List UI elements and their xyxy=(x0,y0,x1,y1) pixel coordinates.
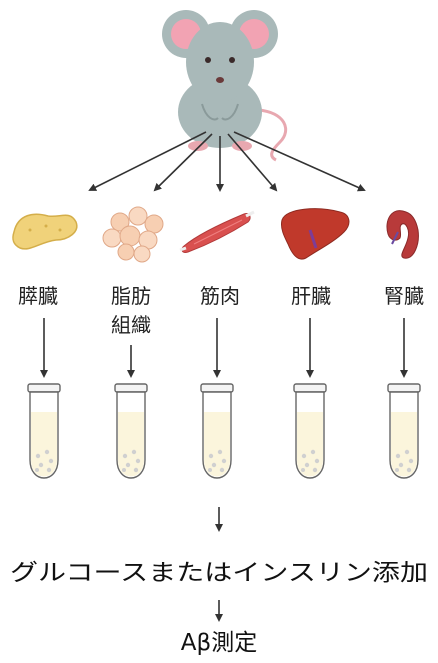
organ-label-kidney: 腎臓 xyxy=(384,284,424,308)
organ-label-liver: 肝臓 xyxy=(291,284,331,308)
organ-label-adipose-line2: 組織 xyxy=(111,313,151,337)
mouse-icon xyxy=(162,10,286,160)
final-label-abeta-measurement: Aβ測定 xyxy=(181,630,257,656)
liver-icon xyxy=(281,209,348,259)
label-to-tube-arrows xyxy=(44,318,404,376)
arrow-to-kidney xyxy=(234,132,364,190)
adipose-tissue-icon xyxy=(103,207,163,262)
muscle-icon xyxy=(180,212,254,252)
organ-label-pancreas: 膵臓 xyxy=(18,284,58,308)
test-tube-kidney xyxy=(388,384,420,478)
step-label-glucose-insulin: グルコースまたはインスリン添加 xyxy=(10,560,428,586)
organ-label-adipose-line1: 脂肪 xyxy=(111,284,151,308)
test-tube-liver xyxy=(294,384,326,478)
organ-label-muscle: 筋肉 xyxy=(200,284,240,308)
kidney-icon xyxy=(387,211,418,259)
pancreas-icon xyxy=(13,214,77,249)
test-tube-pancreas xyxy=(28,384,60,478)
test-tube-muscle xyxy=(201,384,233,478)
arrow-to-liver xyxy=(228,134,276,190)
arrow-to-pancreas xyxy=(90,132,206,190)
test-tube-adipose xyxy=(115,384,147,478)
